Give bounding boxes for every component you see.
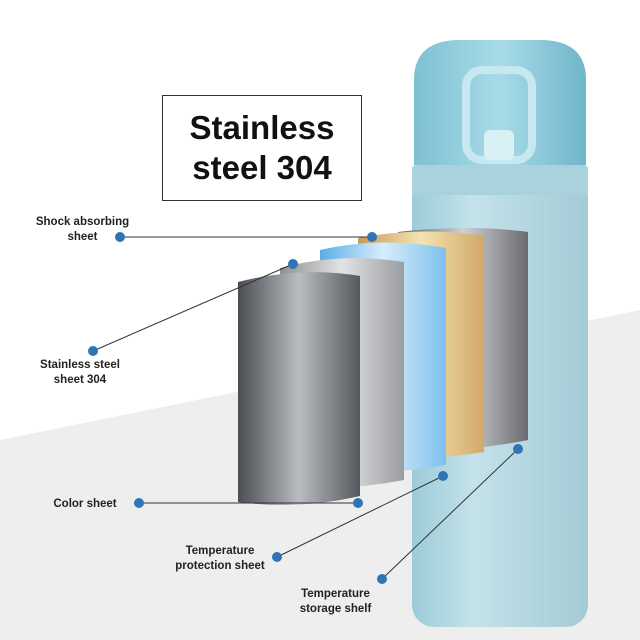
layer-sheets [238, 228, 528, 505]
label-temperature-protection-sheet: Temperature protection sheet [175, 545, 265, 572]
label-shock-absorbing-sheet: Shock absorbing sheet [35, 216, 130, 243]
leader-lines [92, 236, 519, 580]
title-box: Stainless steel 304 [162, 95, 362, 201]
label-temperature-storage-shelf: Temperature storage shelf [299, 588, 372, 615]
label-color-sheet: Color sheet [53, 498, 117, 510]
label-stainless-steel-sheet: Stainless steel sheet 304 [40, 359, 120, 386]
title: Stainless steel 304 [189, 109, 335, 186]
marker-dots [88, 232, 523, 584]
